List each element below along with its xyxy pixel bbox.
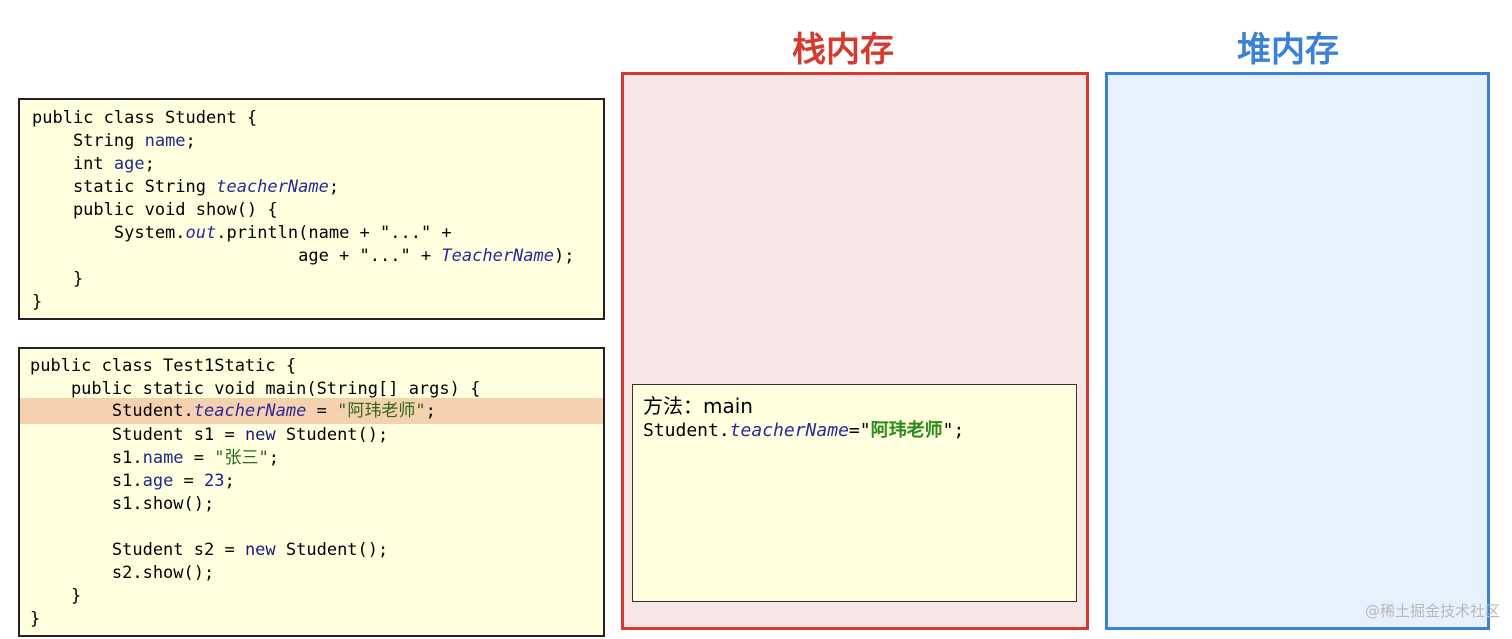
code-line: Student s1 = new Student(); <box>30 425 389 445</box>
code-line: String name; <box>32 131 196 151</box>
code-line: public class Student { <box>32 108 258 128</box>
code-line: public static void main(String[] args) { <box>30 379 481 399</box>
code-line: } <box>32 292 43 312</box>
code-line: } <box>30 609 41 629</box>
frame-title: 方法：main <box>643 394 753 418</box>
code-line: } <box>30 586 82 606</box>
heap-memory-area <box>1105 72 1490 630</box>
frame-statement: Student.teacherName="阿玮老师"; <box>643 420 965 441</box>
main-method-frame <box>632 384 1077 602</box>
code-line: public void show() { <box>32 200 278 220</box>
code-line: age + "..." + TeacherName); <box>32 246 575 266</box>
heap-memory-title: 堆内存 <box>1237 30 1339 70</box>
code-line: s1.show(); <box>30 494 215 514</box>
code-line: s1.name = "张三"; <box>30 448 279 468</box>
highlighted-code-line: Student.teacherName = "阿玮老师"; <box>20 398 603 424</box>
code-line: } <box>32 269 84 289</box>
code-line: public class Test1Static { <box>30 356 297 376</box>
code-line: System.out.println(name + "..." + <box>32 223 452 243</box>
watermark: @稀土掘金技术社区 <box>1364 602 1500 620</box>
code-line: s1.age = 23; <box>30 471 235 491</box>
stack-memory-title: 栈内存 <box>792 30 894 70</box>
test-class-code: public class Test1Static { public static… <box>18 347 605 637</box>
code-line: s2.show(); <box>30 563 215 583</box>
code-line: Student s2 = new Student(); <box>30 540 389 560</box>
code-line <box>30 516 603 539</box>
student-class-code: public class Student { String name; int … <box>18 98 605 320</box>
code-line: int age; <box>32 154 155 174</box>
code-line: static String teacherName; <box>32 177 340 197</box>
